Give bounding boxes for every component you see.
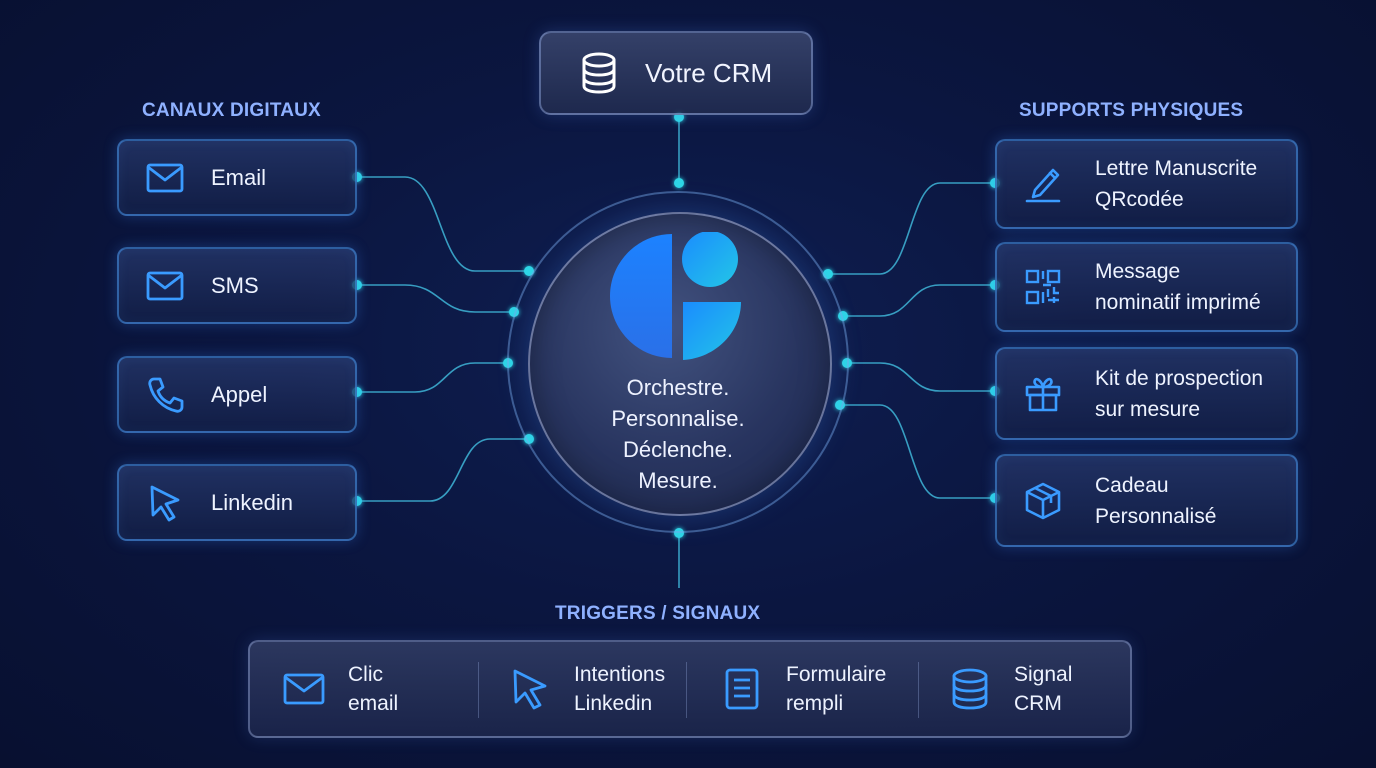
trigger-label: Clic email: [348, 663, 399, 715]
cursor-icon: [508, 667, 552, 711]
channel-label: Appel: [211, 381, 268, 407]
divider: [478, 662, 479, 718]
hub-ring: [507, 191, 849, 533]
triggers-title: TRIGGERS / SIGNAUX: [555, 603, 761, 624]
divider: [918, 662, 919, 718]
mail-icon: [145, 266, 185, 306]
channel-label: Email: [211, 164, 267, 190]
digital-channels-title: CANAUX DIGITAUX: [142, 100, 321, 121]
hub-line: Orchestre.: [626, 375, 730, 400]
support-personalized-gift[interactable]: Cadeau Personnalisé: [995, 454, 1298, 547]
gift-icon: [1023, 374, 1063, 414]
database-icon: [948, 667, 992, 711]
qrcode-icon: [1023, 267, 1063, 307]
pen-icon: [1023, 164, 1063, 204]
orchestration-hub[interactable]: [528, 212, 832, 516]
hub-line: Personnalise.: [611, 406, 745, 431]
channel-label: SMS: [211, 272, 259, 298]
mail-icon: [282, 667, 326, 711]
hub-line: Déclenche.: [622, 437, 734, 462]
hub-text: Orchestre. Personnalise. Déclenche. Mesu…: [560, 372, 796, 496]
box-icon: [1023, 481, 1063, 521]
trigger-form-filled[interactable]: Formulaire rempli: [720, 642, 886, 736]
mail-icon: [145, 158, 185, 198]
cursor-icon: [145, 483, 185, 523]
trigger-label: Signal CRM: [1014, 663, 1073, 715]
trigger-linkedin-intent[interactable]: Intentions Linkedin: [508, 642, 665, 736]
divider: [686, 662, 687, 718]
phone-icon: [145, 375, 185, 415]
channel-label: Linkedin: [211, 489, 293, 515]
support-printed-message[interactable]: Message nominatif imprimé: [995, 242, 1298, 332]
crm-card[interactable]: Votre CRM: [539, 31, 813, 115]
trigger-crm-signal[interactable]: Signal CRM: [948, 642, 1072, 736]
support-handwritten-letter[interactable]: Lettre Manuscrite QRcodée: [995, 139, 1298, 229]
support-label: Message nominatif imprimé: [1095, 260, 1261, 314]
support-label: Cadeau Personnalisé: [1095, 473, 1217, 528]
triggers-panel: Clic email Intentions Linkedin Formulair…: [248, 640, 1132, 738]
trigger-email-click[interactable]: Clic email: [282, 642, 398, 736]
trigger-label: Formulaire rempli: [786, 663, 887, 715]
support-label: Kit de prospection sur mesure: [1095, 366, 1264, 421]
document-icon: [720, 667, 764, 711]
support-prospecting-kit[interactable]: Kit de prospection sur mesure: [995, 347, 1298, 440]
crm-label: Votre CRM: [645, 57, 773, 88]
hub-line: Mesure.: [638, 468, 718, 493]
channel-sms[interactable]: SMS: [117, 247, 357, 324]
channel-linkedin[interactable]: Linkedin: [117, 464, 357, 541]
channel-call[interactable]: Appel: [117, 356, 357, 433]
support-label: Lettre Manuscrite QRcodée: [1095, 157, 1258, 211]
brand-logo: [610, 232, 741, 360]
physical-supports-title: SUPPORTS PHYSIQUES: [1019, 100, 1244, 121]
database-icon: [579, 51, 619, 95]
channel-email[interactable]: Email: [117, 139, 357, 216]
trigger-label: Intentions Linkedin: [574, 663, 666, 715]
